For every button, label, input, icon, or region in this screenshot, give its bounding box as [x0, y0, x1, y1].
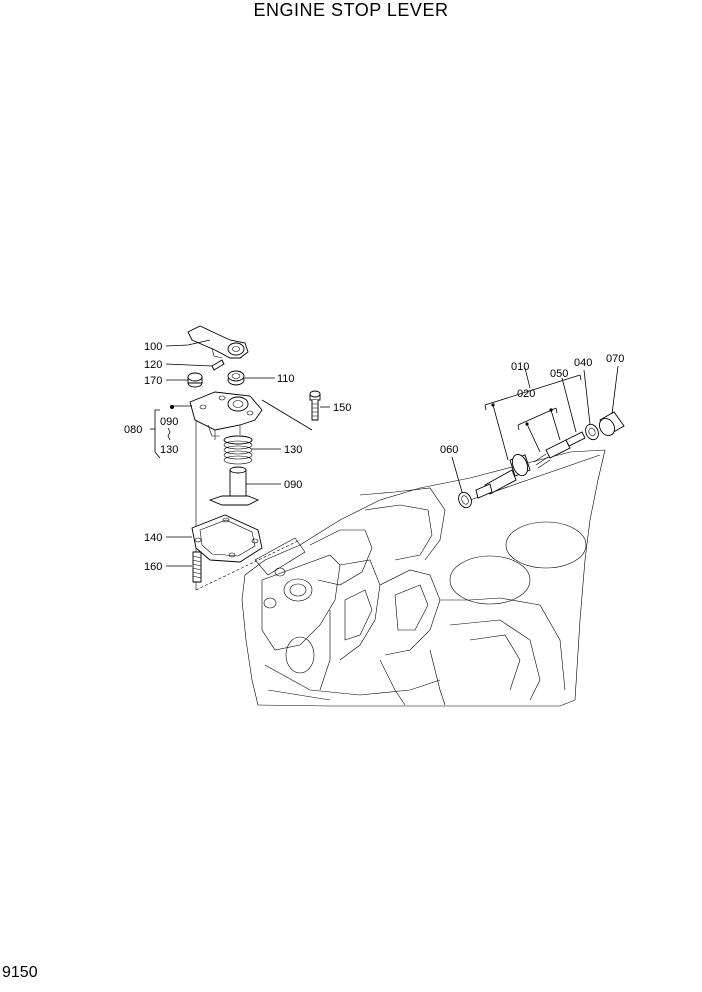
nut-170: [187, 372, 203, 388]
stud-160: [192, 551, 202, 583]
diagram-title: ENGINE STOP LEVER: [253, 0, 449, 20]
page-number: 9150: [2, 964, 38, 981]
leader-lines: [150, 339, 619, 567]
spring-130: [223, 435, 253, 465]
callout-160: 160: [144, 561, 162, 573]
seal-110: [227, 370, 245, 386]
callout-120: 120: [144, 359, 162, 371]
cap-070: [599, 411, 625, 436]
callout-010: 010: [511, 361, 529, 373]
spring-020: [533, 439, 571, 469]
o-ring-040: [585, 423, 599, 441]
callout-040: 040: [574, 357, 592, 369]
gasket-140: [191, 514, 263, 563]
stop-lever-100: [187, 325, 249, 359]
callout-170: 170: [144, 375, 162, 387]
callout-060: 060: [440, 444, 458, 456]
callout-140: 140: [144, 532, 162, 544]
bolt-150: [309, 390, 321, 421]
callout-labels: 100 120 170 110 150 080 090 130 130 090 …: [124, 341, 624, 573]
housing-080: [189, 391, 263, 440]
callout-020: 020: [517, 388, 535, 400]
callout-130: 130: [284, 444, 302, 456]
callout-110: 110: [277, 373, 295, 385]
washer-060: [458, 491, 472, 509]
callout-090-group: 090: [160, 416, 178, 428]
callout-090: 090: [284, 479, 302, 491]
pin-120: [211, 359, 225, 371]
callout-130-group: 130: [160, 444, 178, 456]
engine-block: [195, 415, 606, 707]
callout-150: 150: [333, 402, 351, 414]
shaft-090: [208, 466, 260, 506]
callout-080: 080: [124, 424, 142, 436]
callout-100: 100: [144, 341, 162, 353]
pin-050: [565, 431, 586, 447]
callout-070: 070: [606, 353, 624, 365]
stop-solenoid-010: [475, 453, 531, 499]
callout-050: 050: [550, 368, 568, 380]
